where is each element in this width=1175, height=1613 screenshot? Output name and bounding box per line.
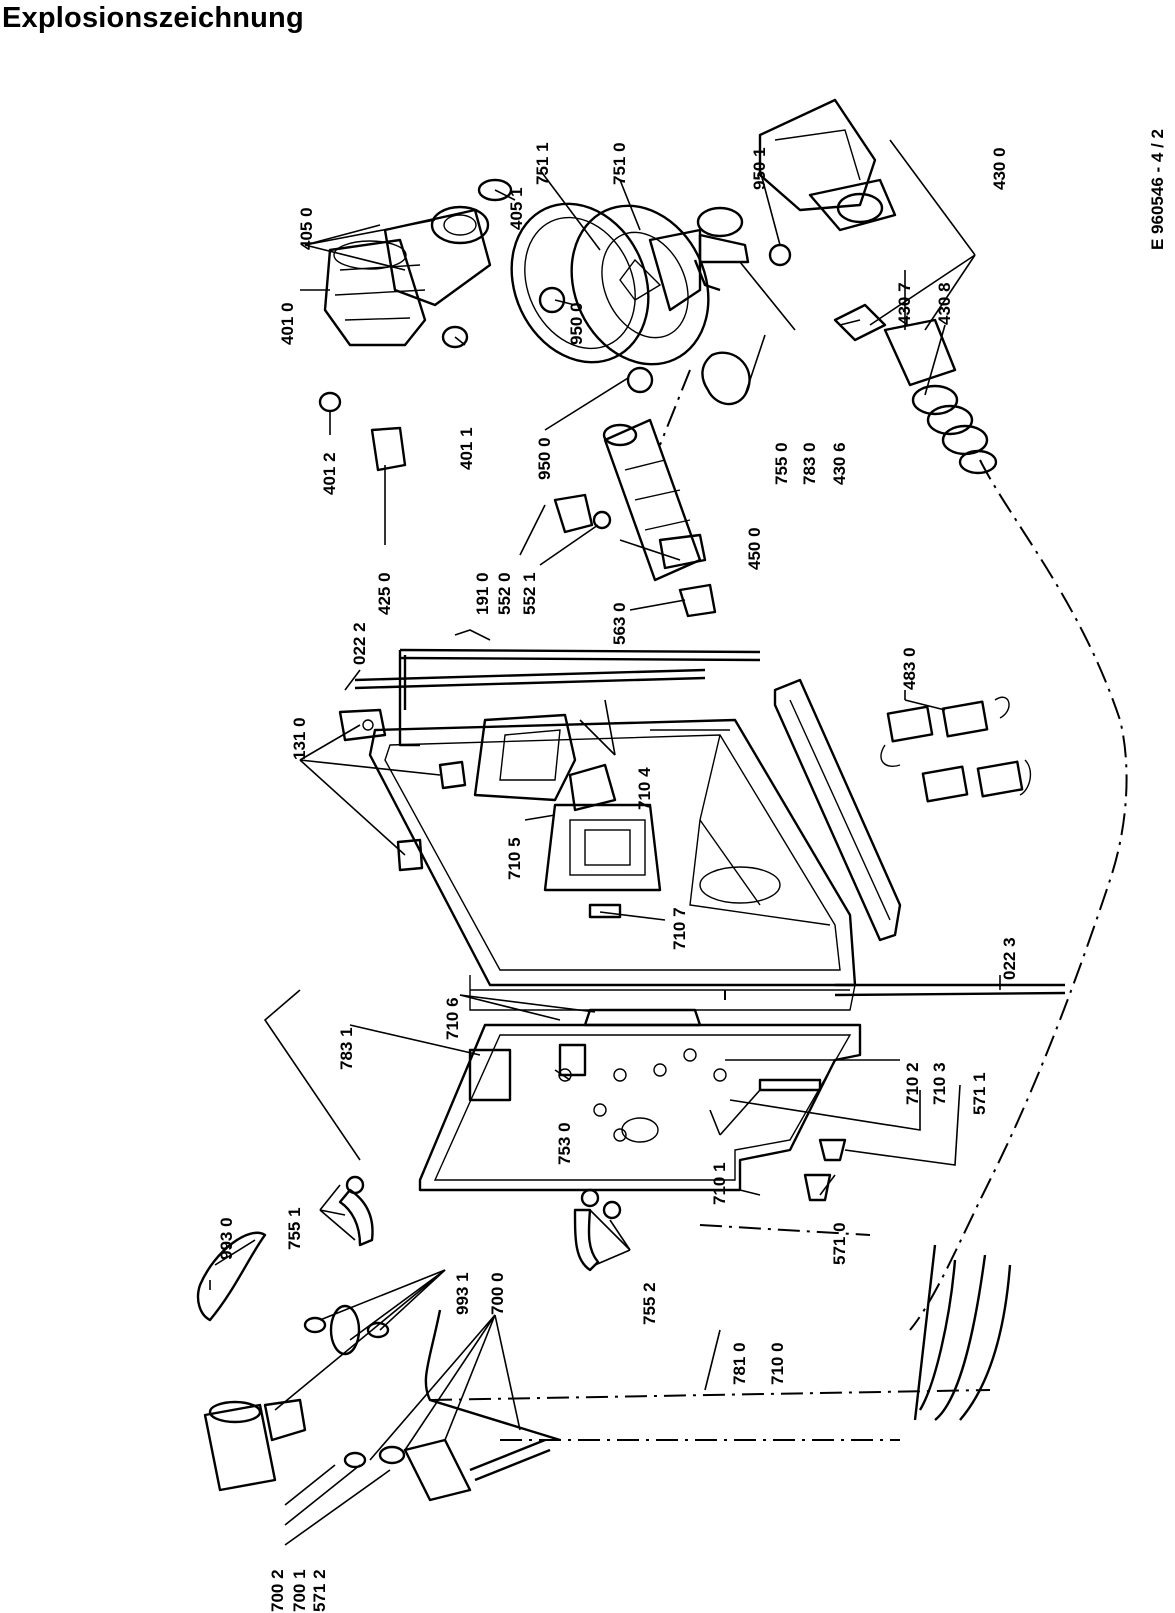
label-191-0: 191 0	[473, 572, 492, 615]
label-571-1: 571 1	[970, 1072, 989, 1115]
clamp-755-2	[580, 1188, 600, 1208]
label-401-0: 401 0	[278, 302, 297, 345]
label-751-1: 751 1	[533, 142, 552, 185]
label-450-0: 450 0	[745, 527, 764, 570]
label-710-7: 710 7	[670, 907, 689, 950]
label-783-0: 783 0	[800, 442, 819, 485]
page-title: Explosionszeichnung	[2, 2, 304, 34]
label-710-4: 710 4	[635, 767, 654, 810]
detergent-box	[473, 713, 577, 802]
circulation-pump	[510, 202, 750, 366]
seal-ring-950-1	[768, 243, 792, 267]
thermostat-563	[678, 583, 717, 618]
hose-755	[701, 351, 751, 406]
door-seal	[583, 1008, 702, 1027]
side-rail-upper	[354, 655, 706, 710]
label-950-1: 950 1	[750, 147, 769, 190]
rail-191	[398, 648, 761, 747]
label-563-0: 563 0	[610, 602, 629, 645]
drawing-number: E 960546 - 4 / 2	[1148, 129, 1167, 250]
foot-571-1	[818, 1138, 847, 1162]
drain-hose	[934, 1254, 987, 1421]
ring-552-1	[592, 510, 612, 530]
label-710-5: 710 5	[505, 837, 524, 880]
label-950-0-b: 950 0	[535, 437, 554, 480]
label-571-2: 571 2	[310, 1569, 329, 1612]
label-401-1: 401 1	[457, 427, 476, 470]
valve-700	[343, 1438, 472, 1502]
label-430-0: 430 0	[990, 147, 1009, 190]
brackets	[338, 708, 467, 872]
heater-unit	[602, 418, 707, 582]
label-571-0: 571 0	[830, 1222, 849, 1265]
hose-993	[196, 1231, 267, 1322]
side-rail-right	[773, 678, 1066, 997]
label-950-0-a: 950 0	[567, 302, 586, 345]
seal-ring-950-b	[626, 366, 654, 394]
label-700-2: 700 2	[268, 1569, 287, 1612]
label-430-6: 430 6	[830, 442, 849, 485]
part-labels: 405 0 405 1 751 1 751 0 950 1 430 0 950 …	[217, 129, 1167, 1612]
aquastop-box	[203, 1398, 307, 1492]
label-755-2: 755 2	[640, 1282, 659, 1325]
clamp-755-1	[345, 1175, 365, 1195]
float-401-1	[441, 325, 469, 349]
label-751-0: 751 0	[610, 142, 629, 185]
cap-401-2	[318, 391, 342, 413]
label-993-0: 993 0	[217, 1217, 236, 1260]
valve-552	[553, 493, 594, 534]
label-710-6: 710 6	[443, 997, 462, 1040]
seal-ring-950	[538, 286, 566, 314]
elbow-755-1	[338, 1188, 374, 1247]
sump-housing	[323, 238, 427, 347]
dispenser-unit	[543, 763, 662, 919]
label-552-1: 552 1	[520, 572, 539, 615]
label-552-0: 552 0	[495, 572, 514, 615]
label-700-0: 700 0	[488, 1272, 507, 1315]
clamps-993-1	[303, 1304, 390, 1356]
label-710-0: 710 0	[768, 1342, 787, 1385]
motor	[758, 98, 897, 232]
label-430-7: 430 7	[895, 282, 914, 325]
clamp-755-2b	[602, 1200, 622, 1220]
label-401-2: 401 2	[320, 452, 339, 495]
inlet-hose	[424, 1309, 561, 1442]
label-022-3: 022 3	[1000, 937, 1019, 980]
label-710-3: 710 3	[930, 1062, 949, 1105]
tub-frame	[368, 718, 857, 1011]
label-430-8: 430 8	[935, 282, 954, 325]
pump-430-7	[883, 318, 957, 387]
label-755-0: 755 0	[772, 442, 791, 485]
label-781-0: 781 0	[730, 1342, 749, 1385]
label-710-1: 710 1	[710, 1162, 729, 1205]
label-700-1: 700 1	[290, 1569, 309, 1612]
filter-housing	[383, 178, 513, 307]
label-131-0: 131 0	[290, 717, 309, 760]
door-panel	[418, 1023, 862, 1192]
label-483-0: 483 0	[900, 647, 919, 690]
label-405-1: 405 1	[507, 187, 526, 230]
gasket-430-6	[833, 303, 887, 342]
label-783-1: 783 1	[337, 1027, 356, 1070]
label-993-1: 993 1	[453, 1272, 472, 1315]
label-710-2: 710 2	[903, 1062, 922, 1105]
label-425-0: 425 0	[375, 572, 394, 615]
connector-430-8	[911, 384, 998, 475]
leader-lines	[209, 139, 1001, 1546]
label-753-0: 753 0	[555, 1122, 574, 1165]
elbow-755-2	[573, 1208, 600, 1272]
wire-connectors	[880, 696, 1032, 803]
switch-425	[370, 426, 407, 472]
label-755-1: 755 1	[285, 1207, 304, 1250]
label-405-0: 405 0	[297, 207, 316, 250]
label-022-2: 022 2	[350, 622, 369, 665]
foot-571-0	[803, 1173, 832, 1202]
